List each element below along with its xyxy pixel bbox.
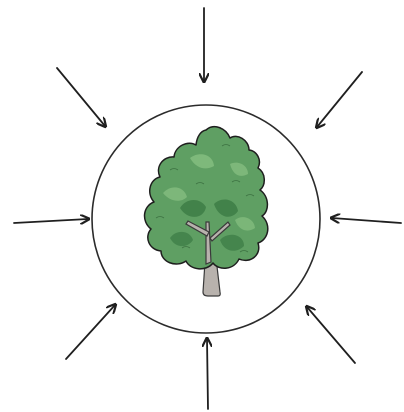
tree-illustration [145, 127, 268, 296]
arrow-top-left [57, 68, 105, 126]
arrow-bottom-right [307, 307, 355, 363]
arrow-right [332, 218, 401, 223]
arrow-bottom [207, 339, 208, 409]
arrow-top-right [317, 72, 362, 127]
arrow-left [14, 219, 88, 223]
arrow-bottom-left [66, 305, 115, 359]
